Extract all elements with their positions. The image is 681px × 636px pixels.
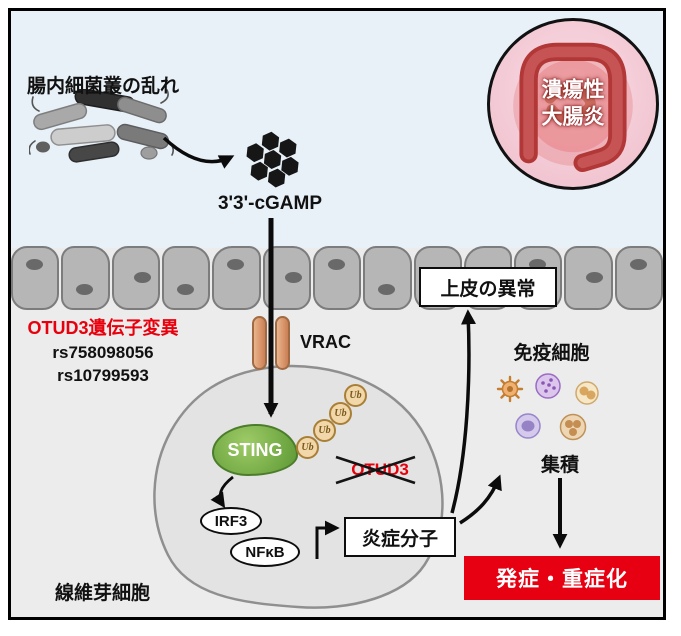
otud3-mutation-block: OTUD3遺伝子変異 rs758098056 rs10799593 xyxy=(17,314,189,386)
epithelial-cell xyxy=(11,246,60,310)
immune-cell-icons xyxy=(496,373,599,441)
neutrophil-tan-icon xyxy=(559,413,587,441)
irf3-oval: IRF3 xyxy=(200,507,262,535)
epithelial-cell xyxy=(312,246,362,310)
fibroblast-label: 線維芽細胞 xyxy=(55,583,151,604)
epithelial-cell xyxy=(564,246,613,310)
bacteria-icon xyxy=(29,89,174,163)
lymphocyte-lavender-icon xyxy=(515,413,541,439)
ubiquitin-icon: Ub xyxy=(296,436,319,459)
immune-cells-label: 免疫細胞 xyxy=(513,343,590,364)
vrac-channel-right xyxy=(275,316,290,370)
ulcerative-colitis-circle: 潰瘍性 大腸炎 xyxy=(487,18,659,190)
epithelial-cell xyxy=(212,246,261,310)
nfkb-oval: NFκB xyxy=(230,537,300,567)
ubiquitin-icon: Ub xyxy=(313,419,336,442)
cgamp-hexagons-icon xyxy=(246,131,300,189)
accumulation-label: 集積 xyxy=(540,455,579,476)
vrac-label: VRAC xyxy=(300,332,352,352)
epithelial-cell xyxy=(262,246,311,310)
epithelial-cell xyxy=(161,246,211,310)
epithelial-cell xyxy=(61,246,110,310)
variant-rs10799593: rs10799593 xyxy=(57,366,149,385)
intestine-icon xyxy=(513,42,633,173)
epithelial-cell xyxy=(111,246,160,310)
arrow-to-immune-accumulation xyxy=(459,474,502,525)
dendritic-cell-icon xyxy=(496,375,524,403)
granulocyte-purple-icon xyxy=(535,373,561,399)
leukocyte-cream-icon xyxy=(575,381,599,405)
uc-label-line2: 大腸炎 xyxy=(541,106,605,129)
uc-label-line1: 潰瘍性 xyxy=(541,78,605,102)
inflammatory-molecules-box: 炎症分子 xyxy=(344,517,456,557)
ubiquitin-icon: Ub xyxy=(344,384,367,407)
otud3-mutation-title: OTUD3遺伝子変異 xyxy=(27,318,179,338)
ubiquitin-icon: Ub xyxy=(329,402,352,425)
cgamp-label: 3'3'-cGAMP xyxy=(217,193,323,214)
vrac-channel-left xyxy=(252,316,267,370)
outcome-box: 発症・重症化 xyxy=(464,556,660,600)
epithelium-layer xyxy=(11,246,663,310)
uc-label: 潰瘍性 大腸炎 xyxy=(490,77,656,132)
figure-frame: 潰瘍性 大腸炎 xyxy=(8,8,666,620)
microbiota-label: 腸内細菌叢の乱れ xyxy=(27,76,180,97)
otud3-crossed-label: OTUD3 xyxy=(351,460,409,479)
sting-protein: STING xyxy=(212,424,298,476)
epithelial-cell xyxy=(363,246,412,310)
fibroblast-cell xyxy=(153,364,444,609)
epithelial-cell xyxy=(614,246,663,310)
epithelial-abnormality-box: 上皮の異常 xyxy=(419,267,557,307)
variant-rs758098056: rs758098056 xyxy=(52,343,154,362)
